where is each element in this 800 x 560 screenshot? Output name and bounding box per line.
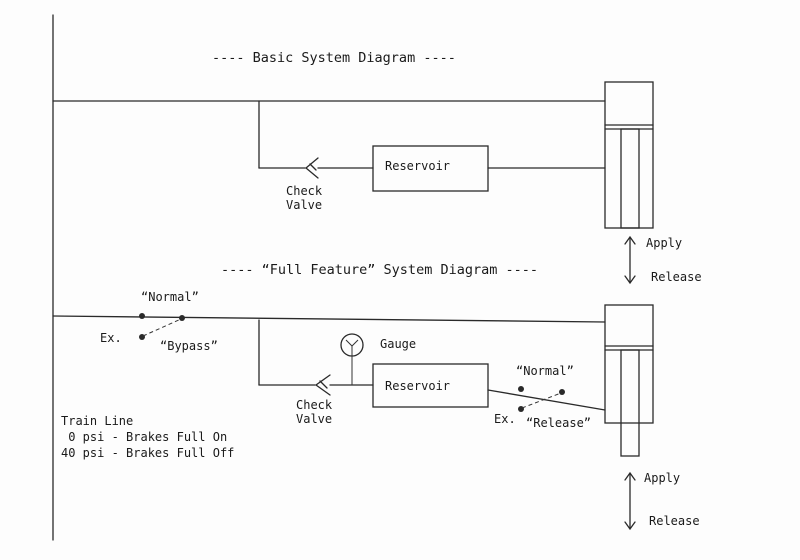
full-reservoir-label: Reservoir xyxy=(385,379,451,393)
full-reservoir-box xyxy=(372,363,489,408)
gauge-icon xyxy=(340,333,364,385)
normal-left-label: “Normal” xyxy=(141,290,199,304)
basic-brake-cylinder xyxy=(604,81,654,229)
full-check-valve-label: Check Valve xyxy=(296,398,333,426)
basic-check-valve-label: Check Valve xyxy=(286,184,323,212)
basic-apply-label: Apply xyxy=(646,236,683,250)
full-brake-cylinder xyxy=(604,304,654,457)
full-apply-label: Apply xyxy=(644,471,681,485)
basic-diagram-title: ---- Basic System Diagram ---- xyxy=(212,50,456,66)
full-diagram-title: ---- “Full Feature” System Diagram ---- xyxy=(221,262,538,278)
full-pipe-to-cylinder xyxy=(487,389,606,411)
train-line-title: Train Line xyxy=(61,414,134,428)
full-release-label: Release xyxy=(649,514,700,528)
bypass-label: “Bypass” xyxy=(160,339,218,353)
bypass-valve xyxy=(139,313,185,340)
full-check-valve-icon xyxy=(314,374,331,396)
basic-check-valve-icon xyxy=(304,157,319,179)
ex-right-label: Ex. xyxy=(494,412,516,426)
release-valve-label: “Release” xyxy=(526,416,592,430)
basic-reservoir-label: Reservoir xyxy=(385,159,451,173)
full-train-line-branch xyxy=(52,315,606,323)
release-valve xyxy=(518,386,565,412)
normal-right-label: “Normal” xyxy=(516,364,574,378)
basic-release-label: Release xyxy=(651,270,702,284)
gauge-label: Gauge xyxy=(380,337,417,351)
basic-apply-release-arrow-icon xyxy=(624,235,636,285)
train-line-0psi: 0 psi - Brakes Full On xyxy=(61,430,228,444)
train-line-40psi: 40 psi - Brakes Full Off xyxy=(61,446,235,460)
full-apply-release-arrow-icon xyxy=(624,471,636,531)
ex-left-label: Ex. xyxy=(100,331,122,345)
